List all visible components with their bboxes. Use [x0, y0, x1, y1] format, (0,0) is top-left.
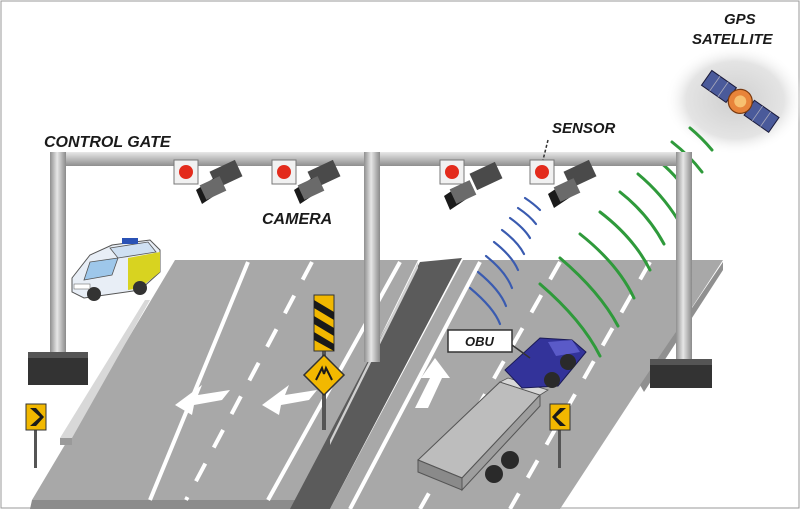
obu-label: OBU — [465, 334, 495, 349]
sensor-pointer — [542, 139, 549, 161]
obu-label-box — [447, 329, 531, 359]
gps-label-line1: GPS — [724, 11, 756, 28]
satellite-icon — [700, 69, 780, 133]
cctv-camera-icon — [548, 159, 597, 208]
left-guard-wall — [60, 300, 150, 445]
cctv-camera-icon — [294, 159, 341, 204]
arrow-left-lane-2 — [262, 385, 317, 415]
police-car-icon — [71, 238, 161, 301]
chevron-sign-icon — [302, 294, 346, 430]
sensor-signal-waves — [468, 196, 542, 326]
sensor-device — [529, 159, 555, 185]
truck-icon — [417, 337, 587, 492]
arrow-right-lane — [415, 358, 450, 408]
sensor-label: SENSOR — [552, 120, 616, 137]
arrow-left-lane-1 — [175, 385, 230, 415]
gantry-device-2 — [271, 159, 297, 185]
control-gate-label: CONTROL GATE — [44, 134, 172, 151]
chevron-sign-icon — [25, 403, 47, 468]
camera-label: CAMERA — [262, 211, 332, 228]
gantry-device-1 — [173, 159, 199, 185]
control-gate-gantry — [28, 152, 712, 388]
cctv-camera-icon — [196, 159, 243, 204]
gps-label-line2: SATELLITE — [692, 31, 774, 48]
chevron-sign-icon — [549, 403, 571, 468]
gantry-device-3 — [439, 159, 465, 185]
cctv-camera-icon — [444, 161, 503, 210]
